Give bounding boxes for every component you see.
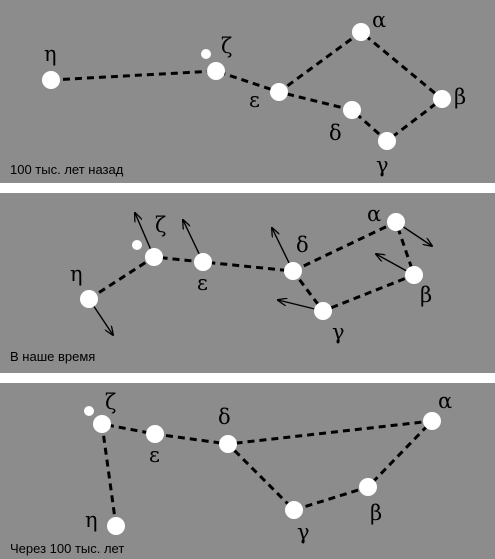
constellation-present-diagram: η ζ ε δ γ β α [70, 202, 495, 344]
label-alpha: α [438, 389, 452, 413]
star-eta [42, 71, 60, 89]
constellation-past-diagram: η ζ ε δ γ β α [42, 8, 466, 177]
star-delta [343, 101, 361, 119]
star-alpha [423, 412, 441, 430]
star-delta [284, 262, 302, 280]
label-alpha: α [372, 8, 386, 32]
constellation-future-diagram: η ζ ε δ γ β α [84, 389, 452, 544]
label-zeta: ζ [221, 34, 232, 58]
label-gamma: γ [332, 320, 345, 344]
label-beta: β [420, 283, 432, 307]
label-epsilon: ε [197, 271, 208, 295]
star-beta [433, 90, 451, 108]
constellation-line [88, 219, 416, 313]
label-zeta: ζ [155, 213, 166, 237]
star-epsilon [146, 425, 164, 443]
label-delta: δ [329, 121, 342, 145]
label-zeta: ζ [105, 390, 116, 414]
label-eta: η [85, 508, 98, 532]
label-gamma: γ [297, 520, 310, 544]
companion-star [132, 240, 142, 250]
label-epsilon: ε [249, 88, 260, 112]
star-zeta [207, 62, 225, 80]
star-beta [359, 478, 377, 496]
star-zeta [93, 415, 111, 433]
star-gamma [378, 132, 396, 150]
star-gamma [285, 501, 303, 519]
constellation-line [50, 30, 445, 143]
label-eta: η [44, 42, 57, 66]
star-beta [405, 266, 423, 284]
star-alpha [387, 213, 405, 231]
star-delta [219, 435, 237, 453]
panel-past: η ζ ε δ γ β α 100 тыс. лет назад [0, 0, 495, 183]
star-epsilon [270, 83, 288, 101]
panel-caption: В наше время [10, 349, 96, 364]
star-epsilon [194, 253, 212, 271]
panel-present: η ζ ε δ γ β α В наше время [0, 193, 495, 373]
panel-caption: Через 100 тыс. лет [10, 541, 125, 556]
panel-future: η ζ ε δ γ β α Через 100 тыс. лет [0, 383, 495, 559]
companion-star [201, 49, 211, 59]
star-zeta [145, 248, 163, 266]
label-beta: β [454, 85, 466, 109]
label-epsilon: ε [149, 443, 160, 467]
star-eta [107, 517, 125, 535]
companion-star [84, 406, 94, 416]
label-gamma: γ [376, 153, 389, 177]
label-delta: δ [218, 405, 231, 429]
label-delta: δ [296, 233, 309, 257]
star-alpha [352, 23, 370, 41]
star-eta [80, 290, 98, 308]
star-gamma [314, 302, 332, 320]
label-alpha: α [367, 202, 381, 226]
label-eta: η [70, 262, 83, 286]
label-beta: β [370, 501, 382, 525]
panel-caption: 100 тыс. лет назад [10, 162, 124, 177]
